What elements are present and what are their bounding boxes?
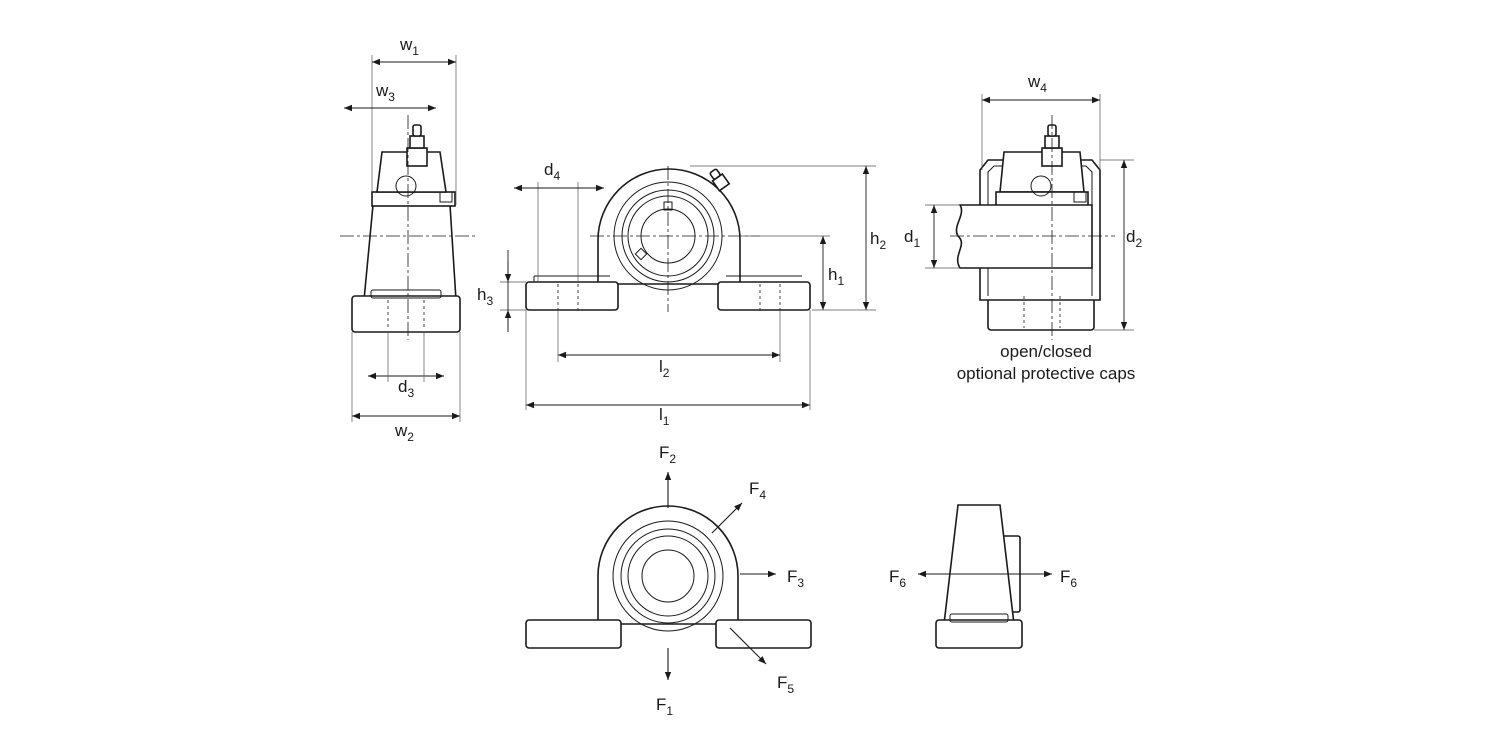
front-grease-nipple bbox=[709, 168, 731, 192]
label-F5: F5 bbox=[777, 673, 794, 696]
load-view-housing bbox=[597, 505, 739, 625]
load-view-inner-ring bbox=[627, 535, 709, 617]
load-arrows: F2 F4 F3 F5 F1 bbox=[656, 443, 804, 718]
label-d1: d1 bbox=[904, 227, 920, 250]
label-l1: l1 bbox=[659, 405, 670, 428]
load-view-bore bbox=[641, 549, 695, 603]
side-bearing-ball bbox=[395, 175, 417, 197]
label-w2: w2 bbox=[394, 421, 414, 444]
side-bearing-insert bbox=[371, 191, 456, 207]
label-F6-right: F6 bbox=[1060, 567, 1077, 590]
front-left-foot bbox=[525, 281, 619, 311]
side-base-bolt-recess bbox=[370, 289, 442, 299]
load-view bbox=[525, 505, 812, 649]
side-lock-screw bbox=[439, 191, 453, 203]
label-w1: w1 bbox=[399, 35, 419, 58]
label-l2: l2 bbox=[659, 357, 670, 380]
front-view bbox=[525, 166, 811, 312]
label-w3: w3 bbox=[375, 81, 395, 104]
label-w4: w4 bbox=[1027, 72, 1047, 95]
label-F4: F4 bbox=[749, 479, 766, 502]
cap-view-shaft bbox=[955, 204, 1093, 269]
front-housing-body bbox=[597, 168, 741, 285]
load-view-seal bbox=[620, 528, 716, 624]
label-d4: d4 bbox=[544, 160, 560, 183]
cap-view bbox=[950, 115, 1115, 340]
axial-view-housing bbox=[943, 504, 1015, 625]
caps-note-line1: open/closed bbox=[1000, 342, 1092, 361]
front-right-foot bbox=[717, 281, 811, 311]
label-F2: F2 bbox=[659, 443, 676, 466]
label-h1: h1 bbox=[828, 265, 844, 288]
axial-load-view: F6 F6 bbox=[889, 504, 1077, 649]
force-arrow-f4 bbox=[711, 502, 743, 534]
label-F6-left: F6 bbox=[889, 567, 906, 590]
side-view-dimensions: w1 w3 d3 w2 bbox=[344, 35, 461, 444]
front-set-screw-side bbox=[634, 247, 648, 261]
label-F3: F3 bbox=[787, 567, 804, 590]
load-view-left-foot bbox=[525, 619, 622, 649]
cap-view-dimensions: w4 d1 d2 open/closed optional protective… bbox=[904, 72, 1142, 383]
label-d2: d2 bbox=[1126, 227, 1142, 250]
force-arrow-f5 bbox=[729, 627, 767, 665]
cap-view-ball bbox=[1030, 175, 1052, 197]
side-housing-pedestal bbox=[363, 204, 457, 301]
label-h2: h2 bbox=[870, 229, 886, 252]
caps-note-line2: optional protective caps bbox=[957, 364, 1136, 383]
label-h3: h3 bbox=[477, 285, 493, 308]
load-view-right-foot bbox=[715, 619, 812, 649]
label-d3: d3 bbox=[398, 377, 414, 400]
side-view bbox=[340, 115, 478, 340]
label-F1: F1 bbox=[656, 695, 673, 718]
axial-view-base-foot bbox=[935, 619, 1023, 649]
cap-view-lock-screw bbox=[1073, 191, 1087, 203]
side-grease-nipple-tip bbox=[412, 124, 422, 137]
load-view-outer-ring bbox=[612, 520, 724, 632]
side-grease-nipple-body bbox=[409, 135, 425, 149]
side-base-foot bbox=[351, 295, 461, 333]
side-grease-nipple-hex bbox=[406, 147, 428, 167]
front-view-dimensions: d4 h2 h1 h3 l2 l1 bbox=[477, 160, 886, 428]
side-housing-top bbox=[376, 151, 447, 193]
